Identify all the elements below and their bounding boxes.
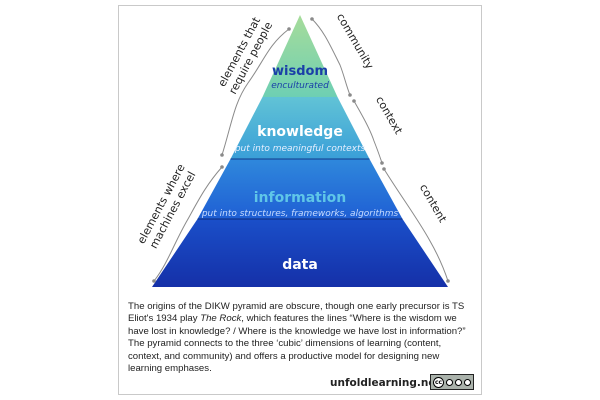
information-subtitle: put into structures, frameworks, algorit… (201, 209, 399, 219)
bracket-end-dot (380, 161, 384, 165)
caption-part1: The origins of the DIKW pyramid are obsc… (128, 301, 465, 325)
wisdom-title: wisdom (272, 64, 328, 79)
left-bracket-people (221, 28, 290, 156)
bracket-end-dot (446, 279, 450, 283)
bracket-end-dot (220, 165, 224, 169)
wisdom-subtitle: enculturated (271, 81, 329, 91)
bracket-end-dot (220, 153, 224, 157)
information-title: information (254, 190, 347, 206)
bracket-end-dot (310, 17, 314, 21)
cc-icon: cc (433, 376, 444, 388)
data-title: data (282, 257, 318, 273)
pyramid-tier-knowledge (230, 97, 370, 159)
noncommercial-icon (455, 378, 462, 386)
label-content: content (417, 182, 450, 226)
bracket-end-dot (152, 279, 156, 283)
dikw-pyramid-diagram: wisdom enculturated knowledge put into m… (135, 11, 450, 287)
pyramid-tier-data (152, 219, 448, 287)
left-bracket-machines (153, 166, 223, 282)
caption-play-title: The Rock (200, 313, 242, 325)
caption-part2: , which features the lines “Where is the… (128, 313, 466, 375)
right-bracket-content (383, 168, 449, 282)
pyramid-tier-information (197, 159, 403, 219)
creative-commons-license-badge: cc (430, 374, 474, 390)
bracket-end-dot (348, 93, 352, 97)
bracket-end-dot (352, 99, 356, 103)
attribution-icon (446, 378, 453, 386)
bracket-end-dot (287, 27, 291, 31)
label-community: community (334, 11, 377, 72)
caption-text: The origins of the DIKW pyramid are obsc… (128, 301, 472, 375)
label-context: context (373, 94, 405, 137)
right-bracket-community (311, 18, 351, 96)
right-bracket-context (353, 100, 383, 164)
site-name: unfoldlearning.net (330, 377, 441, 389)
knowledge-title: knowledge (257, 124, 343, 140)
pyramid-tier-wisdom (262, 15, 338, 97)
knowledge-subtitle: put into meaningful contexts (234, 144, 366, 154)
sharealike-icon (464, 378, 471, 386)
bracket-end-dot (382, 167, 386, 171)
